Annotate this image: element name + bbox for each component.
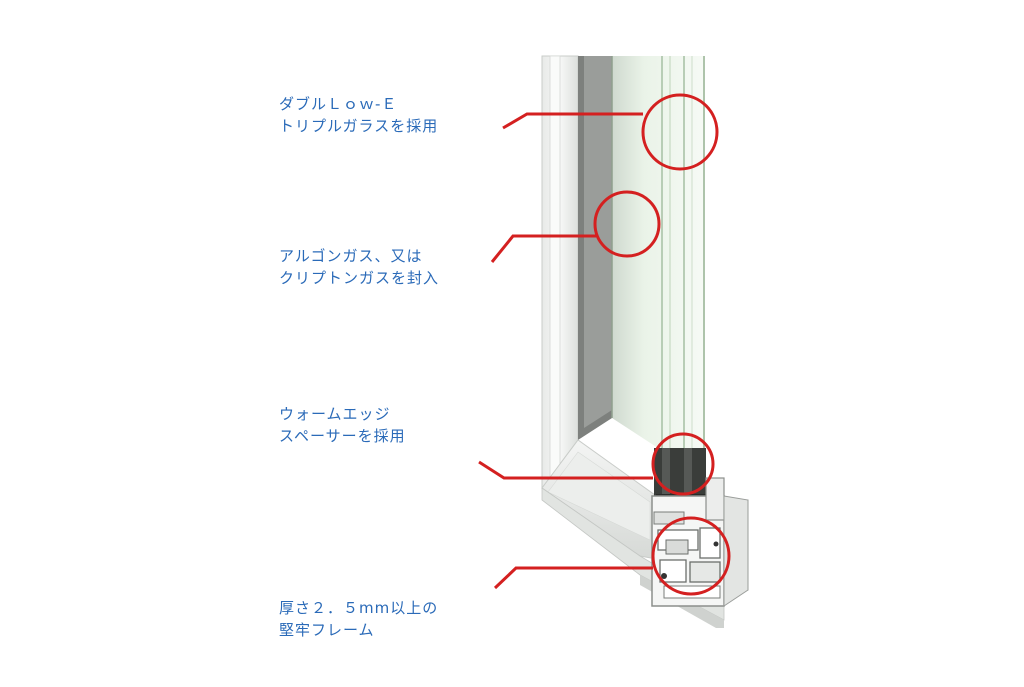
callout-label-line: アルゴンガス、又は: [279, 247, 423, 265]
triple-glass-panes: [611, 56, 705, 494]
callout-label-triple-glass: ダブルＬｏｗ-Ｅ トリプルガラスを採用: [279, 93, 438, 137]
callout-warm-edge: [478, 432, 715, 496]
callout-triple-glass: [502, 93, 719, 171]
frame-profile-section: [651, 477, 749, 607]
callout-label-line: 堅牢フレーム: [279, 621, 375, 639]
callout-label-line: ウォームエッジ: [279, 405, 391, 423]
callout-label-line: スペーサーを採用: [279, 427, 406, 445]
callout-label-line: トリプルガラスを採用: [279, 117, 439, 135]
callout-label-line: クリプトンガスを封入: [279, 269, 440, 287]
callout-label-frame: 厚さ２．５mm以上の 堅牢フレーム: [279, 597, 438, 641]
callout-label-line: ダブルＬｏｗ-Ｅ: [279, 95, 398, 113]
callout-label-warm-edge: ウォームエッジ スペーサーを採用: [279, 403, 406, 447]
callout-label-gas-fill: アルゴンガス、又は クリプトンガスを封入: [279, 245, 439, 289]
warm-edge-spacer: [654, 448, 706, 500]
callout-frame: [493, 516, 731, 596]
callout-label-line: 厚さ２．５mm以上の: [279, 599, 439, 617]
callout-gas-fill: [490, 190, 661, 263]
